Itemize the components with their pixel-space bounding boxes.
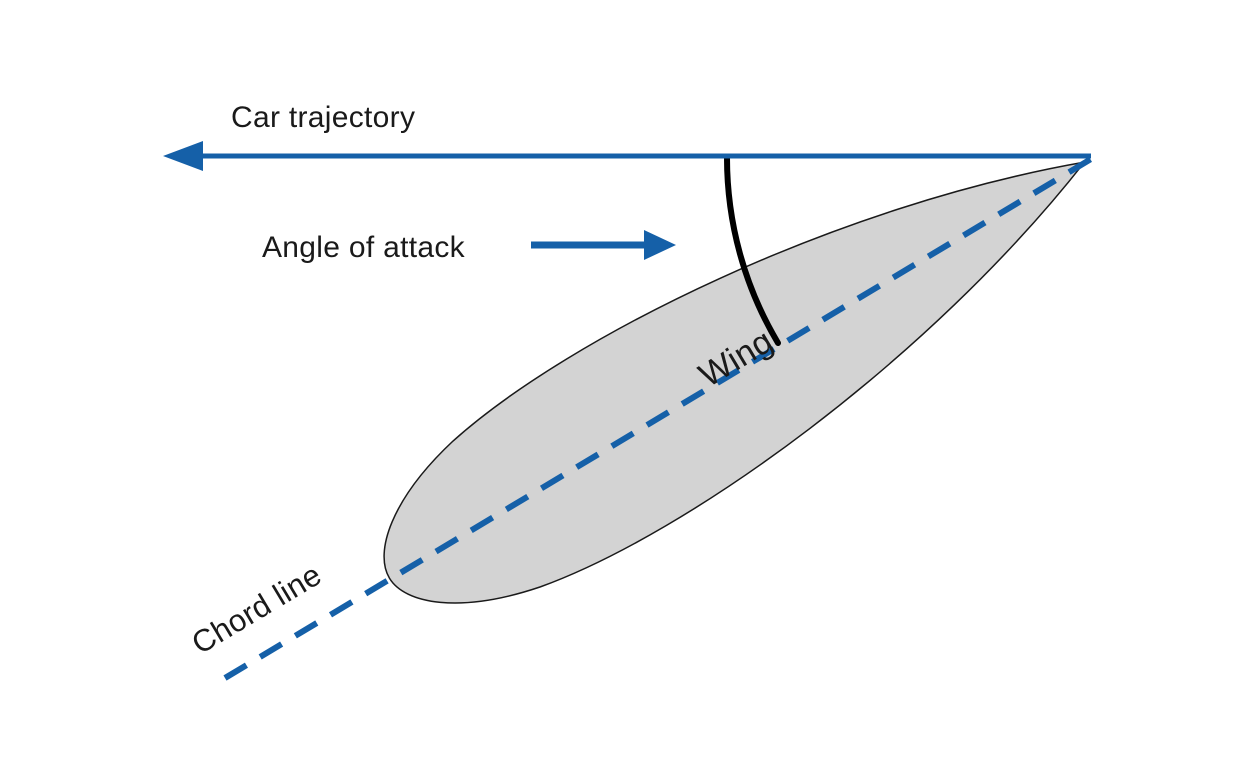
- chord-line: [223, 156, 1093, 681]
- car-trajectory-label: Car trajectory: [231, 101, 415, 134]
- angle-arc: [723, 154, 781, 346]
- angle-of-attack-pointer-arrow: [531, 230, 676, 260]
- angle-of-attack-pointer-arrowhead-icon: [644, 230, 676, 260]
- angle-of-attack-label: Angle of attack: [262, 231, 466, 264]
- chord-line-label: Chord line: [186, 557, 328, 661]
- wing-airfoil-shape: [383, 161, 1087, 604]
- car-trajectory-arrow: [163, 141, 1091, 171]
- car-trajectory-arrowhead-icon: [163, 141, 203, 171]
- wing: [383, 161, 1087, 604]
